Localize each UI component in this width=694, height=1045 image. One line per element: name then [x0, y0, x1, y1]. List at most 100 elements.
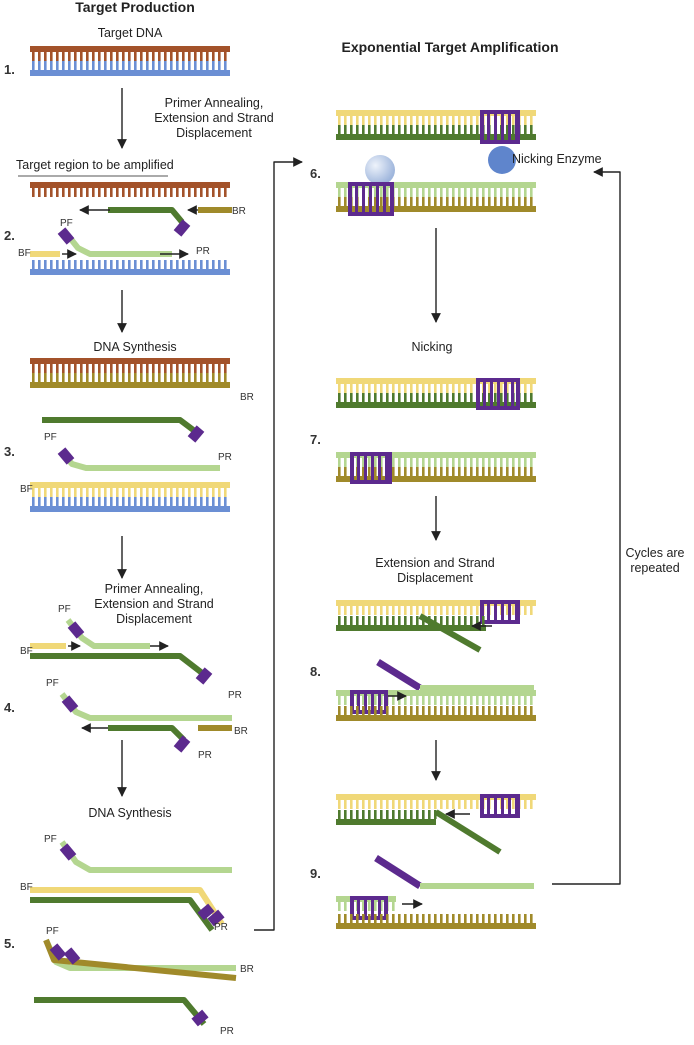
- step7-duplex-lower-bottom-tooth: [392, 467, 395, 476]
- step2-target-top-tooth: [176, 188, 179, 197]
- step9-top-yellow-tooth: [338, 800, 341, 809]
- step6-duplex-lower-top-tooth: [344, 188, 347, 197]
- step2-target-bottom-tooth: [188, 260, 191, 269]
- step6-duplex-lower-bottom-tooth: [374, 197, 377, 206]
- step8-top-yellow-backbone: [336, 600, 536, 606]
- step2-target-top-tooth: [200, 188, 203, 197]
- step9-dark-green-tooth: [398, 810, 401, 819]
- step6-duplex-upper-bottom-tooth: [470, 125, 473, 134]
- step9-top-yellow-tooth: [530, 800, 533, 809]
- step9-nick-site-upper-tooth: [487, 798, 490, 814]
- step6-nick-site-lower-tooth: [362, 186, 365, 212]
- step3-duplex-lower-top-tooth: [206, 488, 209, 497]
- step8-olive-tooth: [500, 706, 503, 715]
- step1-target-duplex-top-tooth: [158, 52, 161, 61]
- step6-duplex-lower-top-tooth: [458, 188, 461, 197]
- step3-duplex-lower-top-tooth: [134, 488, 137, 497]
- step1-target-duplex-bottom: [30, 61, 230, 76]
- primer-label-pf: PF: [44, 834, 57, 845]
- step7-duplex-upper-top-backbone: [336, 378, 536, 384]
- step2-target-top-tooth: [86, 188, 89, 197]
- step9-light-green-comb-tooth: [368, 902, 371, 911]
- step8-displaced-primer: [376, 659, 422, 691]
- step7-duplex-upper-bottom-tooth: [422, 393, 425, 402]
- label-nicking: Nicking: [411, 340, 453, 354]
- step3-pr-box: [187, 425, 205, 443]
- step3-duplex-upper-top: [30, 358, 230, 373]
- step7-duplex-upper-top-tooth: [464, 384, 467, 393]
- step3-duplex-lower-bottom-tooth: [32, 497, 35, 506]
- step8-olive-tooth: [476, 706, 479, 715]
- step1-target-duplex-top-tooth: [56, 52, 59, 61]
- step3-duplex-lower-bottom-tooth: [44, 497, 47, 506]
- step2-target-top-tooth: [122, 188, 125, 197]
- step8-top-yellow-tooth: [392, 606, 395, 615]
- step9-olive-tooth: [476, 914, 479, 923]
- primer-label-pr: PR: [214, 922, 228, 933]
- step9-top-yellow-tooth: [362, 800, 365, 809]
- step9-top-yellow-tooth: [434, 800, 437, 809]
- step8-light-green-comb-tooth: [518, 696, 521, 705]
- step7-duplex-upper-top-tooth: [452, 384, 455, 393]
- step3-duplex-upper-bottom-tooth: [104, 373, 107, 382]
- heading-target-production: Target Production: [75, 0, 195, 15]
- step1-target-duplex-top-tooth: [92, 52, 95, 61]
- step2-pf-box: [57, 227, 75, 245]
- step8-top-yellow-tooth: [530, 606, 533, 615]
- step9-dark-green-tooth: [362, 810, 365, 819]
- step2-target-bottom-tooth: [110, 260, 113, 269]
- step6-duplex-lower-bottom-tooth: [422, 197, 425, 206]
- step8-olive-tooth: [380, 706, 383, 715]
- step8-dark-green-tooth: [464, 616, 467, 625]
- label-dna-synthesis-2: DNA Synthesis: [88, 806, 172, 820]
- step6-duplex-upper-bottom-tooth: [404, 125, 407, 134]
- step9-top-yellow-tooth: [422, 800, 425, 809]
- step8-olive-tooth: [350, 706, 353, 715]
- step6-duplex-upper-top-tooth: [446, 116, 449, 125]
- step6-duplex-upper-bottom-tooth: [530, 125, 533, 134]
- step9-dark-green-tooth: [422, 810, 425, 819]
- step3-duplex-upper-bottom-tooth: [98, 373, 101, 382]
- step8-light-green-comb-tooth: [362, 696, 365, 705]
- step3-duplex-lower-top-tooth: [218, 488, 221, 497]
- step8-olive-tooth: [440, 706, 443, 715]
- step6-duplex-upper-bottom-tooth: [362, 125, 365, 134]
- step1-target-duplex-bottom-tooth: [122, 61, 125, 70]
- step8-light-green-comb-tooth: [428, 696, 431, 705]
- step6-duplex-upper-top-tooth: [350, 116, 353, 125]
- step8-light-green-comb-tooth: [488, 696, 491, 705]
- step8-top-yellow-tooth: [524, 606, 527, 615]
- step3-duplex-upper-top-tooth: [44, 364, 47, 373]
- label-dna-synthesis-1: DNA Synthesis: [93, 340, 177, 354]
- step2-target-bottom-tooth: [182, 260, 185, 269]
- step8-top-yellow-tooth: [374, 606, 377, 615]
- step8-olive-tooth: [506, 706, 509, 715]
- step3-duplex-lower-top-tooth: [38, 488, 41, 497]
- primer-label-pr: PR: [228, 690, 242, 701]
- step1-target-duplex-top-tooth: [62, 52, 65, 61]
- step3-duplex-upper-top-tooth: [200, 364, 203, 373]
- step8-light-green-comb-tooth: [368, 696, 371, 705]
- step8-olive-tooth: [464, 706, 467, 715]
- step6-duplex-lower-bottom-backbone: [336, 206, 536, 212]
- step8-top-yellow-tooth: [398, 606, 401, 615]
- step8-dark-green-tooth: [452, 616, 455, 625]
- step2-target-top-tooth: [104, 188, 107, 197]
- step9-olive-tooth: [344, 914, 347, 923]
- step8-top-yellow-tooth: [350, 606, 353, 615]
- step7-duplex-upper-bottom-tooth: [392, 393, 395, 402]
- step3-duplex-upper-top-tooth: [224, 364, 227, 373]
- step7-duplex-upper-top-tooth: [422, 384, 425, 393]
- primer-label-pf: PF: [58, 604, 71, 615]
- step1-target-duplex-bottom-tooth: [92, 61, 95, 70]
- step7-duplex-upper-top-tooth: [446, 384, 449, 393]
- step3-duplex-lower-top-tooth: [128, 488, 131, 497]
- step1-target-duplex-top-tooth: [206, 52, 209, 61]
- step7-duplex-upper-top-tooth: [488, 384, 491, 393]
- step7-duplex-upper-top-tooth: [470, 384, 473, 393]
- step1-target-duplex-bottom-tooth: [116, 61, 119, 70]
- step1-target-duplex-top-tooth: [200, 52, 203, 61]
- step6-duplex-upper-bottom-tooth: [476, 125, 479, 134]
- step7-duplex-lower-bottom-tooth: [506, 467, 509, 476]
- step2-target-bottom-tooth: [104, 260, 107, 269]
